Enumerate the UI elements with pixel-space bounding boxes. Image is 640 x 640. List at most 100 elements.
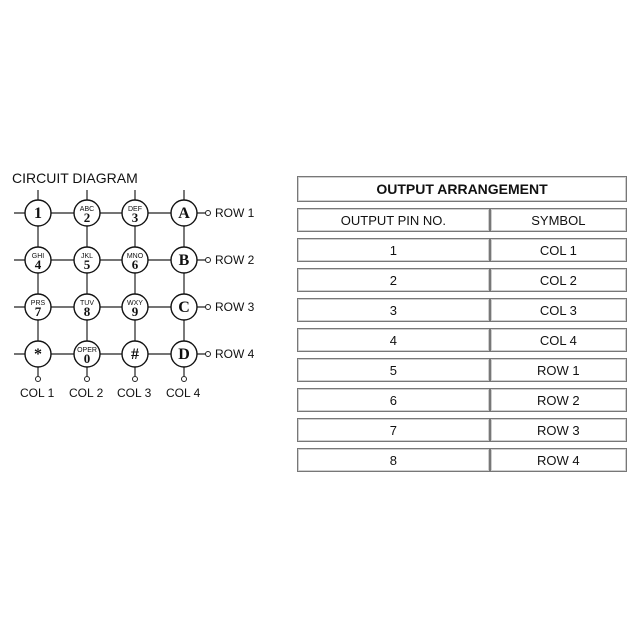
key-number: 9: [132, 304, 139, 319]
col-label: COL 1: [20, 386, 55, 400]
keypad-key: 1: [24, 199, 52, 227]
table-title: OUTPUT ARRANGEMENT: [297, 176, 627, 202]
pin-number-cell: 1: [297, 238, 490, 262]
key-number: 0: [84, 351, 91, 366]
key-letters: JKL: [81, 253, 93, 260]
pin-number-cell: 3: [297, 298, 490, 322]
row-label: ROW 4: [215, 347, 255, 361]
key-symbol: B: [179, 252, 190, 269]
keypad-key: C: [170, 293, 198, 321]
symbol-cell: COL 4: [489, 328, 627, 352]
symbol-cell: COL 2: [489, 268, 627, 292]
symbol-cell: ROW 2: [489, 388, 627, 412]
key-number: 6: [132, 257, 139, 272]
key-letters: MNO: [127, 253, 144, 260]
diagram-title: CIRCUIT DIAGRAM: [12, 170, 138, 186]
row-label: ROW 3: [215, 300, 255, 314]
header-output-pin: OUTPUT PIN NO.: [297, 208, 490, 232]
symbol-cell: COL 3: [489, 298, 627, 322]
key-symbol: D: [178, 346, 190, 363]
row-terminal: [205, 304, 211, 310]
key-circle: [170, 293, 198, 321]
col-terminal: [132, 376, 138, 382]
col-label: COL 3: [117, 386, 152, 400]
key-letters: PRS: [31, 300, 46, 307]
pin-number-cell: 7: [297, 418, 490, 442]
key-number: 8: [84, 304, 91, 319]
symbol-cell: ROW 1: [489, 358, 627, 382]
pin-number-cell: 6: [297, 388, 490, 412]
key-circle: [73, 246, 101, 274]
key-circle: [121, 340, 149, 368]
key-number: 4: [35, 257, 42, 272]
key-letters: GHI: [32, 253, 45, 260]
table-title-row: OUTPUT ARRANGEMENT: [297, 176, 627, 202]
pin-number-cell: 8: [297, 448, 490, 472]
keypad-key: #: [121, 340, 149, 368]
key-number: 3: [132, 210, 139, 225]
diagram-labels: ROW 1 ROW 2 ROW 3 ROW 4 COL 1 COL 2 COL 3 COL 4: [20, 206, 255, 400]
row-terminal: [205, 210, 211, 216]
table-header-row: OUTPUT PIN NO. SYMBOL: [297, 208, 627, 232]
output-arrangement-table: OUTPUT ARRANGEMENT OUTPUT PIN NO. SYMBOL…: [297, 170, 627, 478]
key-symbol: A: [178, 205, 190, 222]
key-number: 2: [84, 210, 91, 225]
key-circle: [73, 340, 101, 368]
key-letters: WXY: [127, 300, 143, 307]
key-circle: [170, 246, 198, 274]
keypad-key: B: [170, 246, 198, 274]
key-circle: [170, 340, 198, 368]
key-letters: DEF: [128, 206, 142, 213]
key-letters: TUV: [80, 300, 94, 307]
col-terminal: [84, 376, 90, 382]
row-label: ROW 1: [215, 206, 255, 220]
key-circle: [121, 199, 149, 227]
key-number: 5: [84, 257, 91, 272]
row-terminal: [205, 257, 211, 263]
key-circle: [24, 246, 52, 274]
col-label: COL 4: [166, 386, 201, 400]
key-circle: [73, 293, 101, 321]
symbol-cell: ROW 3: [489, 418, 627, 442]
symbol-cell: ROW 4: [489, 448, 627, 472]
row-terminal: [205, 351, 211, 357]
key-circle: [24, 340, 52, 368]
header-symbol: SYMBOL: [489, 208, 627, 232]
col-label: COL 2: [69, 386, 104, 400]
pin-number-cell: 5: [297, 358, 490, 382]
key-symbol: C: [178, 299, 190, 316]
keypad-key: D: [170, 340, 198, 368]
key-number: 7: [35, 304, 42, 319]
key-circle: [73, 199, 101, 227]
key-symbol: *: [34, 346, 42, 363]
key-circle: [170, 199, 198, 227]
symbol-cell: COL 1: [489, 238, 627, 262]
key-letters: OPER: [77, 347, 97, 354]
pin-number-cell: 2: [297, 268, 490, 292]
key-symbol: #: [131, 346, 139, 363]
row-label: ROW 2: [215, 253, 255, 267]
key-letters: ABC: [80, 206, 94, 213]
col-terminal: [35, 376, 41, 382]
keypad-key: A: [170, 199, 198, 227]
pin-number-cell: 4: [297, 328, 490, 352]
col-terminal: [181, 376, 187, 382]
